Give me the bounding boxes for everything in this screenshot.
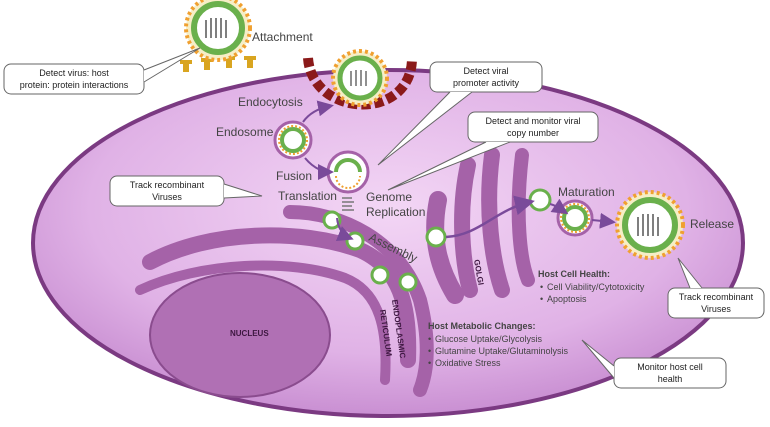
label-release: Release bbox=[690, 217, 734, 231]
lifecycle-arrows bbox=[302, 100, 616, 241]
callout-track-right: Track recombinant Viruses bbox=[667, 257, 765, 319]
callout-promoter-line1: Detect viral bbox=[463, 66, 508, 76]
fusion-vesicle bbox=[326, 150, 370, 194]
host-metabolic-item-3: Oxidative Stress bbox=[435, 358, 501, 368]
host-cell-health-panel: Host Cell Health: • Cell Viability/Cytot… bbox=[538, 269, 645, 304]
host-metabolic-item-2: Glutamine Uptake/Glutaminolysis bbox=[435, 346, 569, 356]
callout-track-right-line2: Viruses bbox=[701, 304, 731, 314]
callout-copy-number: Detect and monitor viral copy number bbox=[387, 111, 599, 191]
host-cell-health-bullet-1: • bbox=[540, 282, 543, 292]
label-genome-replication-1: Genome bbox=[366, 190, 412, 204]
virus-endocytosis bbox=[331, 49, 389, 107]
label-nucleus: NUCLEUS bbox=[230, 329, 269, 338]
host-cell-health-item-2: Apoptosis bbox=[547, 294, 587, 304]
callout-detect-virus-line1: Detect virus: host bbox=[39, 68, 109, 78]
callout-monitor-line1: Monitor host cell bbox=[637, 362, 703, 372]
virus-release bbox=[615, 190, 685, 260]
virus-maturation bbox=[556, 199, 594, 237]
callout-track-left-line2: Viruses bbox=[152, 192, 182, 202]
callout-monitor-health: Monitor host cell health bbox=[581, 339, 727, 389]
callout-promoter-line2: promoter activity bbox=[453, 78, 520, 88]
genome-replication-site bbox=[342, 197, 354, 211]
host-metabolic-bullet-3: • bbox=[428, 358, 431, 368]
host-cell-health-title: Host Cell Health: bbox=[538, 269, 610, 279]
nucleus bbox=[149, 272, 331, 398]
host-metabolic-bullet-2: • bbox=[428, 346, 431, 356]
label-translation: Translation bbox=[278, 189, 337, 203]
host-metabolic-panel: Host Metabolic Changes: • Glucose Uptake… bbox=[428, 321, 569, 368]
host-metabolic-title: Host Metabolic Changes: bbox=[428, 321, 536, 331]
label-attachment: Attachment bbox=[252, 30, 313, 44]
host-metabolic-item-1: Glucose Uptake/Glycolysis bbox=[435, 334, 543, 344]
label-endosome: Endosome bbox=[216, 125, 274, 139]
label-fusion: Fusion bbox=[276, 169, 312, 183]
host-cell-health-bullet-2: • bbox=[540, 294, 543, 304]
label-maturation: Maturation bbox=[558, 185, 615, 199]
callout-track-right-line1: Track recombinant bbox=[679, 292, 754, 302]
callout-monitor-line2: health bbox=[658, 374, 683, 384]
callout-track-left-line1: Track recombinant bbox=[130, 180, 205, 190]
label-golgi: GOLGI bbox=[472, 259, 485, 286]
label-endocytosis: Endocytosis bbox=[238, 95, 303, 109]
endosome bbox=[273, 120, 313, 160]
callout-detect-virus-line2: protein: protein interactions bbox=[20, 80, 129, 90]
host-metabolic-bullet-1: • bbox=[428, 334, 431, 344]
callout-copy-line1: Detect and monitor viral bbox=[485, 116, 580, 126]
host-cell-health-item-1: Cell Viability/Cytotoxicity bbox=[547, 282, 645, 292]
callout-detect-virus: Detect virus: host protein: protein inte… bbox=[3, 47, 201, 95]
virus-attachment bbox=[184, 0, 252, 62]
callout-copy-line2: copy number bbox=[507, 128, 559, 138]
translation-complex bbox=[322, 188, 552, 292]
golgi-apparatus bbox=[426, 147, 535, 304]
label-genome-replication-2: Replication bbox=[366, 205, 425, 219]
callout-promoter-activity: Detect viral promoter activity bbox=[377, 61, 543, 166]
callout-track-left: Track recombinant Viruses bbox=[109, 175, 263, 207]
